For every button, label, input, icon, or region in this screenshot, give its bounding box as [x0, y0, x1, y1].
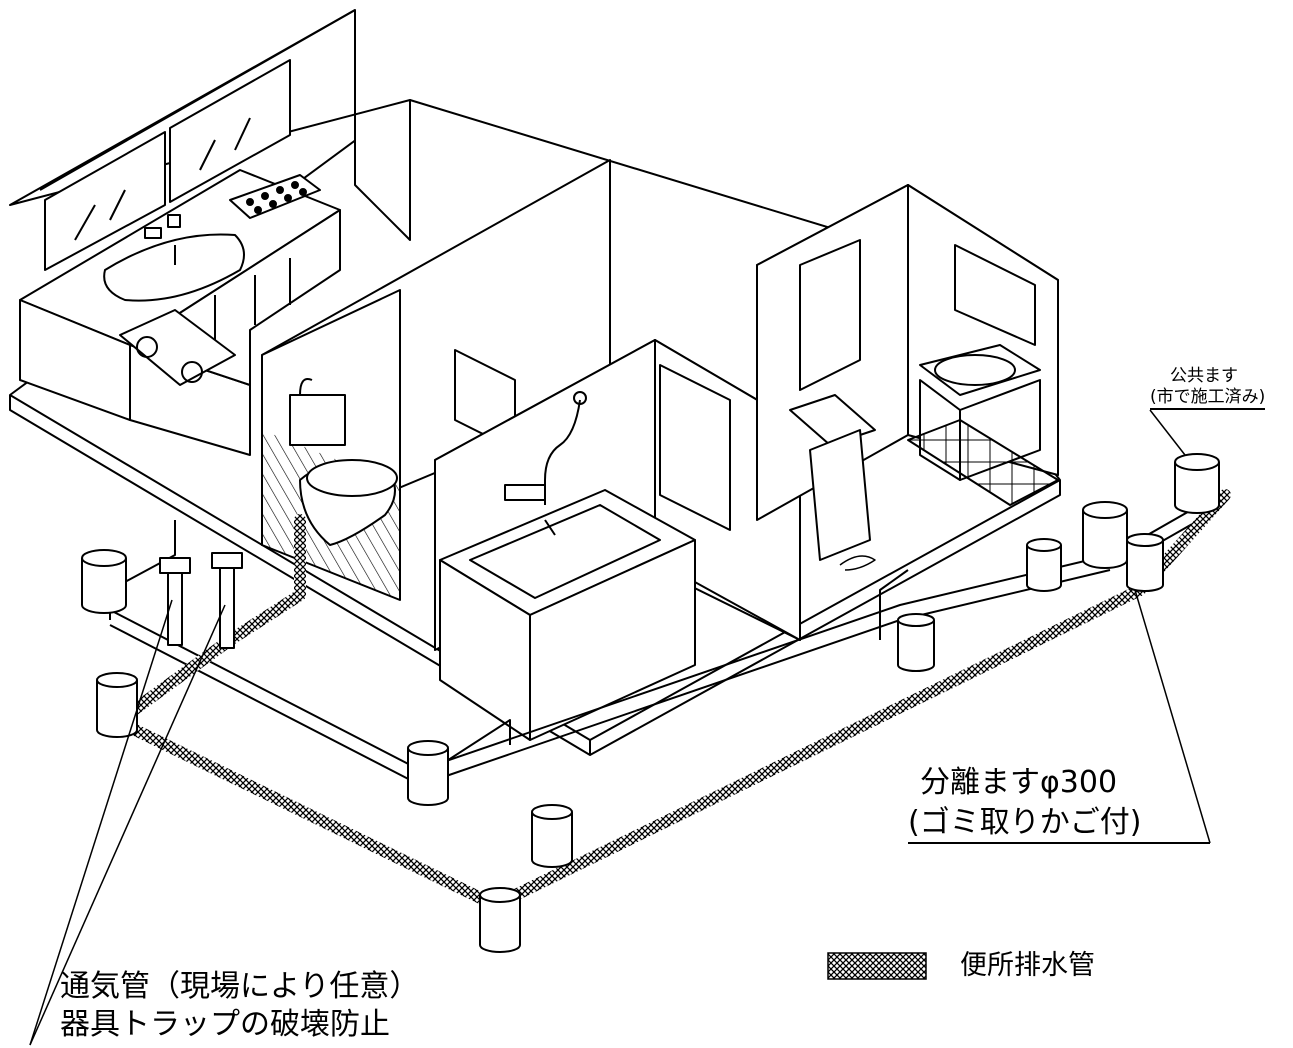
- inspection-basins: [81, 453, 1220, 953]
- basin-1: [81, 549, 127, 614]
- separation-basin-label: 分離ますφ300: [920, 765, 1118, 800]
- leader-lines: [29, 409, 1211, 1046]
- basin-7: [1026, 538, 1062, 592]
- legend-toilet-drain-label: 便所排水管: [960, 950, 1095, 981]
- public-basin-label: 公共ます: [1170, 366, 1238, 386]
- separation-basin: [1126, 533, 1164, 592]
- wash-room: [756, 184, 1059, 571]
- legend-swatch-toilet-drain: [827, 952, 927, 980]
- basin-3: [407, 740, 449, 806]
- basin-4: [531, 804, 573, 868]
- vent-pipe-note: 器具トラップの破壊防止: [60, 1007, 390, 1042]
- public-basin-note: (市で施工済み): [1150, 387, 1266, 410]
- vent-pipes: [159, 552, 243, 649]
- basin-5: [479, 887, 521, 953]
- basin-6: [897, 613, 935, 672]
- public-basin: [1174, 453, 1220, 514]
- kitchen: [9, 9, 411, 456]
- basin-2: [96, 672, 138, 738]
- vent-pipe-label: 通気管（現場により任意）: [60, 969, 420, 1004]
- basin-8: [1082, 501, 1128, 569]
- separation-basin-note: (ゴミ取りかご付): [908, 805, 1142, 840]
- toilet-drain-pipe: [114, 489, 1231, 911]
